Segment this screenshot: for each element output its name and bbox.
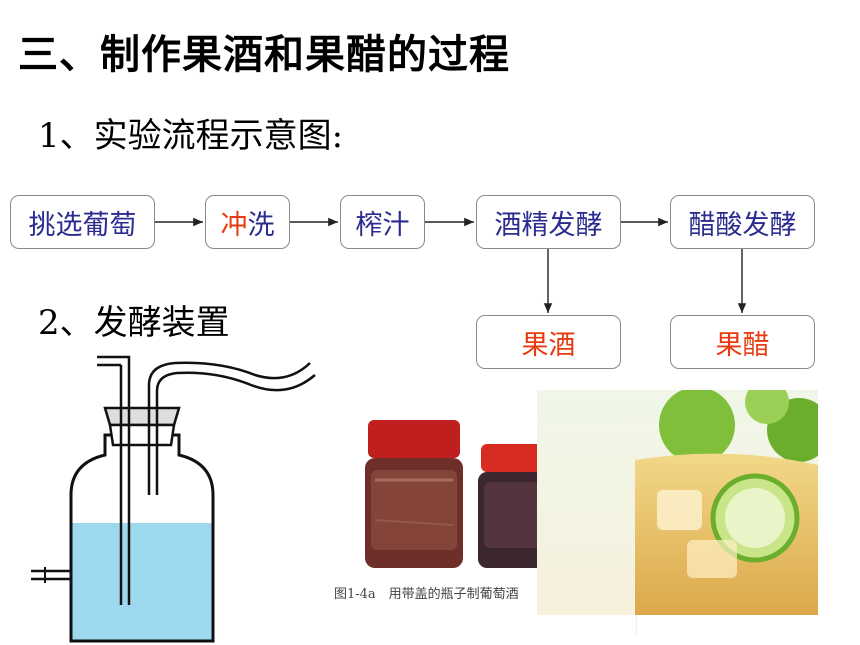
slide-title: 三、制作果酒和果醋的过程 — [18, 32, 510, 78]
wash-second-char: 洗 — [247, 209, 275, 241]
fermentation-apparatus-diagram — [31, 355, 316, 643]
flow-step-wash: 冲洗 — [205, 195, 290, 249]
section-1-heading: 1、实验流程示意图: — [38, 116, 344, 156]
wash-first-char: 冲 — [220, 209, 248, 241]
flow-step-juice: 榨汁 — [340, 195, 425, 249]
flow-result-fruit-wine: 果酒 — [476, 315, 621, 369]
flow-step-acetic-fermentation: 醋酸发酵 — [670, 195, 815, 249]
flow-result-fruit-vinegar: 果醋 — [670, 315, 815, 369]
jar-photo-caption: 图1-4a 用带盖的瓶子制葡萄酒 — [334, 587, 519, 602]
water-fill — [71, 523, 213, 641]
flow-step-select-grapes: 挑选葡萄 — [10, 195, 155, 249]
flow-step-alcohol-fermentation: 酒精发酵 — [476, 195, 621, 249]
lemon-drink-photo — [537, 390, 818, 615]
section-2-heading: 2、发酵装置 — [38, 303, 230, 343]
